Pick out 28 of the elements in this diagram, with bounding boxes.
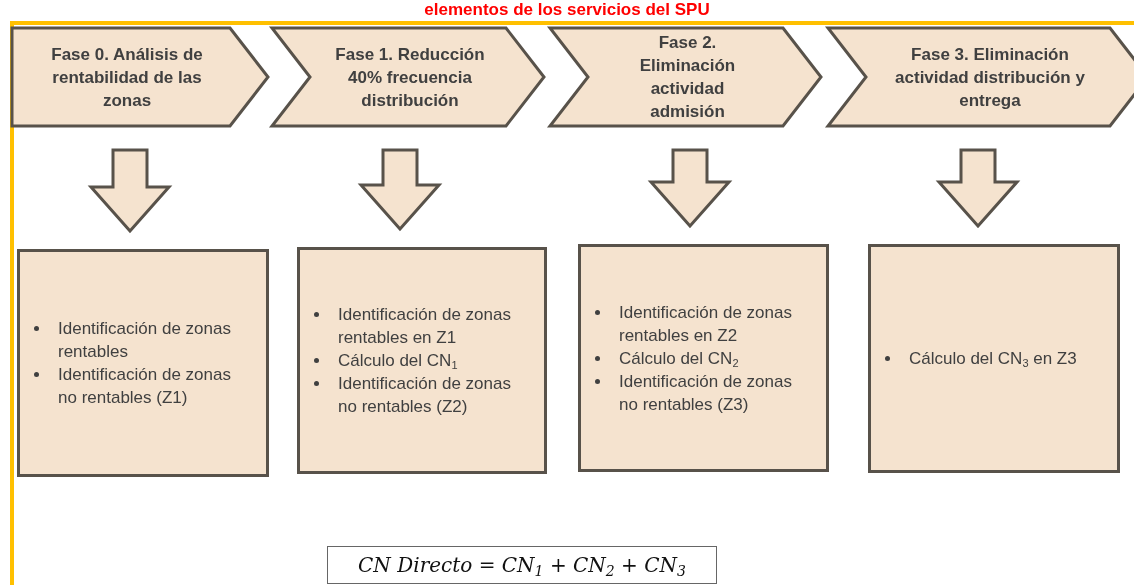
formula-text: CN Directo = CN$_{1}$ + CN$_{2}$ + CN$_{3}$ [358,553,686,577]
block-arrow [647,148,733,229]
step-box [297,247,547,474]
bullet-item: Identificación de zonas no rentables (Z2) [338,373,512,418]
block-arrow [935,148,1021,229]
title: elementos de los servicios del SPU [423,0,711,19]
bullet-item: Identificación de zonas rentables [58,318,232,363]
phase-banner [12,28,268,126]
phase-banner [828,28,1134,126]
bullet-item: Identificación de zonas rentables en Z2 [619,301,793,347]
phase-title: Fase 3. Eliminación actividad distribución y entrega [895,43,1085,112]
bullet-item: Identificación de zonas no rentables (Z3) [619,370,793,416]
phase-title: Fase 0. Análisis de rentabilidad de las zonas [50,43,204,112]
block-arrow [357,148,443,232]
bullet-item: Identificación de zonas no rentables (Z1) [58,364,232,409]
formula-box [327,546,717,584]
step-box [868,244,1120,473]
block-arrow [87,148,173,234]
bullet-item: Cálculo del CN$_{1}$ [338,350,458,372]
phase-title: Fase 1. Reducción 40% frecuencia distribución [335,43,485,112]
bullet-item: Cálculo del CN$_{3}$ en Z3 [909,348,1077,370]
step-box [17,249,269,477]
phase-banner [550,28,821,126]
phase-banner [272,28,544,126]
phase-title: Fase 2. Eliminación actividad admisión [638,32,737,123]
bullet-item: Identificación de zonas rentables en Z1 [338,304,512,349]
step-box [578,244,829,472]
bullet-item: Cálculo del CN$_{2}$ [619,347,739,370]
